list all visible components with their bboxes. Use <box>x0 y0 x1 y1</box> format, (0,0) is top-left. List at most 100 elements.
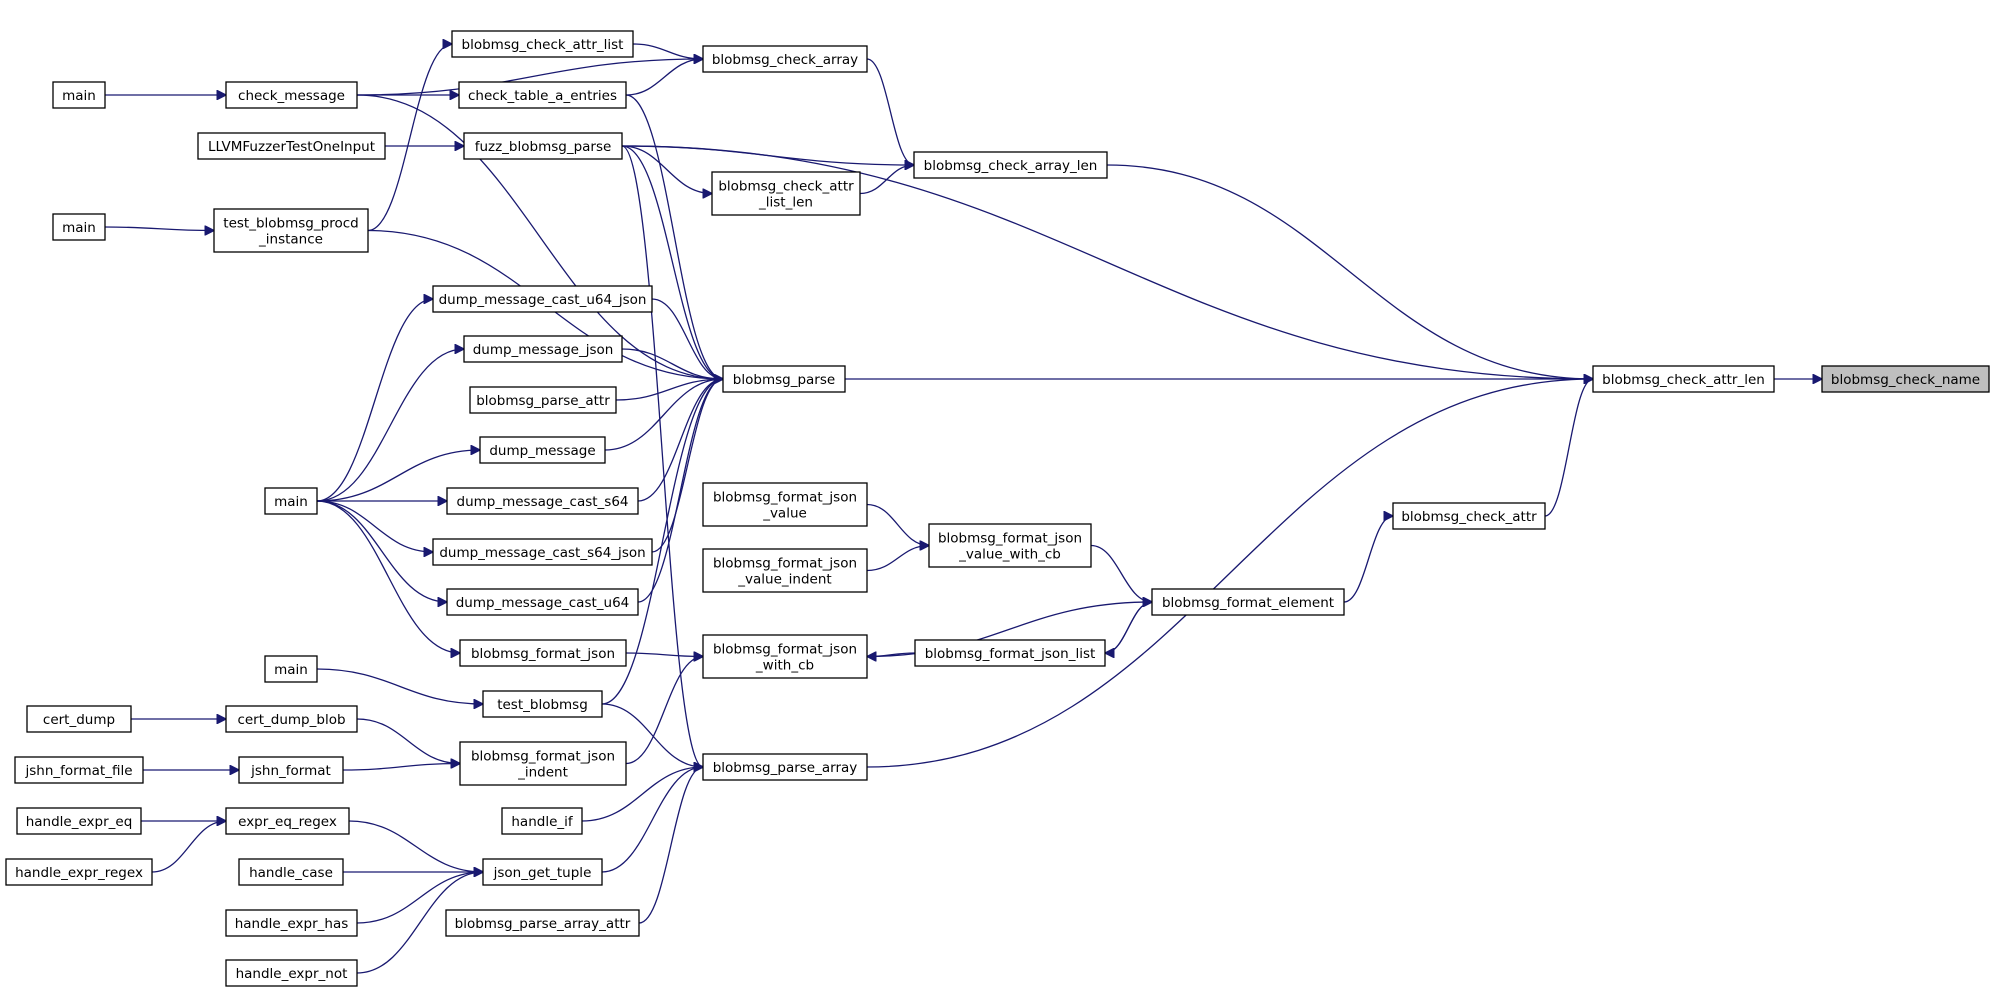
node-blobmsg-format-json-value[interactable]: blobmsg_format_json_value <box>702 482 868 527</box>
edge-line <box>1544 379 1593 517</box>
node-label: _instance <box>258 232 323 248</box>
node-dump-message-cast-u64[interactable]: dump_message_cast_u64 <box>446 588 639 616</box>
node-handle-expr-has[interactable]: handle_expr_has <box>225 909 358 937</box>
node-label: expr_eq_regex <box>238 814 337 830</box>
node-blobmsg-format-json-value-indent[interactable]: blobmsg_format_json_value_indent <box>702 548 868 593</box>
node-box <box>469 386 617 414</box>
node-test-blobmsg[interactable]: test_blobmsg <box>482 690 603 718</box>
node-box <box>52 81 106 109</box>
node-blobmsg-check-array[interactable]: blobmsg_check_array <box>702 45 868 73</box>
node-box <box>702 548 868 593</box>
edge-line <box>621 145 712 194</box>
node-box <box>914 639 1106 667</box>
node-label: blobmsg_check_attr_len <box>1602 372 1765 388</box>
edge-line <box>1090 544 1152 603</box>
node-label: blobmsg_check_array_len <box>924 158 1098 174</box>
edge-line <box>625 59 703 96</box>
node-label: dump_message_cast_u64 <box>456 595 630 611</box>
edge-line <box>356 94 723 379</box>
node-label: _value_with_cb <box>958 547 1061 563</box>
node-box <box>482 858 603 886</box>
node-main2[interactable]: main <box>52 213 106 241</box>
node-dump-message-cast-u64-json[interactable]: dump_message_cast_u64_json <box>432 285 653 313</box>
node-handle-expr-not[interactable]: handle_expr_not <box>225 959 358 987</box>
edge-line <box>348 820 483 872</box>
node-blobmsg-check-array-len[interactable]: blobmsg_check_array_len <box>913 151 1108 179</box>
node-box <box>238 756 344 784</box>
node-box <box>913 151 1108 179</box>
edge-json-get-tuple-to-blobmsg-parse-array <box>601 767 703 873</box>
node-handle-expr-eq[interactable]: handle_expr_eq <box>16 807 142 835</box>
node-json-get-tuple[interactable]: json_get_tuple <box>482 858 603 886</box>
node-box <box>197 132 386 160</box>
node-box <box>482 690 603 718</box>
edge-blobmsg-check-attr-list-to-blobmsg-check-array <box>632 43 703 59</box>
node-blobmsg-format-element[interactable]: blobmsg_format_element <box>1151 588 1345 616</box>
edge-line <box>316 450 480 502</box>
node-label: blobmsg_format_json_list <box>925 646 1096 662</box>
node-dump-message-cast-s64-json[interactable]: dump_message_cast_s64_json <box>432 538 653 566</box>
node-label: handle_expr_eq <box>26 814 133 830</box>
node-label: _value <box>762 506 807 522</box>
edge-line <box>151 821 226 873</box>
node-label: check_message <box>238 88 345 104</box>
node-main4[interactable]: main <box>264 655 318 683</box>
node-blobmsg-parse-attr[interactable]: blobmsg_parse_attr <box>469 386 617 414</box>
node-label: dump_message_cast_u64_json <box>439 292 647 308</box>
node-box <box>446 487 639 515</box>
node-blobmsg-parse-array-attr[interactable]: blobmsg_parse_array_attr <box>445 909 640 937</box>
node-blobmsg-parse[interactable]: blobmsg_parse <box>722 365 846 393</box>
edge-line <box>356 872 483 974</box>
node-handle-expr-regex[interactable]: handle_expr_regex <box>5 858 153 886</box>
node-blobmsg-format-json-indent[interactable]: blobmsg_format_json_indent <box>459 741 627 786</box>
node-cert-dump[interactable]: cert_dump <box>26 705 132 733</box>
node-label: _list_len <box>758 195 813 211</box>
node-blobmsg-check-attr-len[interactable]: blobmsg_check_attr_len <box>1592 365 1775 393</box>
node-box <box>463 335 623 363</box>
edge-blobmsg-parse-array-to-blobmsg-check-attr-len <box>866 379 1593 768</box>
node-blobmsg-check-attr-list-len[interactable]: blobmsg_check_attr_list_len <box>711 171 861 216</box>
node-main1[interactable]: main <box>52 81 106 109</box>
node-cert-dump-blob[interactable]: cert_dump_blob <box>225 705 358 733</box>
nodes: blobmsg_check_name blobmsg_check_attr_len… <box>5 30 1990 987</box>
node-main3[interactable]: main <box>264 487 318 515</box>
edge-test-blobmsg-procd-instance-to-blobmsg-check-attr-list <box>367 44 452 232</box>
node-dump-message[interactable]: dump_message <box>479 436 606 464</box>
edge-dump-message-json-to-blobmsg-parse <box>621 348 723 379</box>
node-label: handle_expr_has <box>235 916 349 932</box>
edge-test-blobmsg-to-blobmsg-parse <box>601 379 723 705</box>
edge-line <box>621 145 723 379</box>
edge-fuzz-blobmsg-parse-to-blobmsg-parse-array <box>621 145 703 767</box>
node-check-message[interactable]: check_message <box>225 81 358 109</box>
node-label: blobmsg_format_json <box>713 556 857 572</box>
node-check-table-a-entries[interactable]: check_table_a_entries <box>458 81 627 109</box>
edge-main3-to-dump-message <box>316 450 480 502</box>
node-blobmsg-format-json-value-with-cb[interactable]: blobmsg_format_json_value_with_cb <box>928 523 1092 568</box>
edge-blobmsg-parse-attr-to-blobmsg-parse <box>615 379 723 401</box>
edge-blobmsg-check-array-len-to-blobmsg-check-attr-len <box>1106 164 1593 379</box>
node-LLVMFuzzerTestOneInput[interactable]: LLVMFuzzerTestOneInput <box>197 132 386 160</box>
node-blobmsg-parse-array[interactable]: blobmsg_parse_array <box>702 753 868 781</box>
node-dump-message-json[interactable]: dump_message_json <box>463 335 623 363</box>
node-dump-message-cast-s64[interactable]: dump_message_cast_s64 <box>446 487 639 515</box>
node-box <box>264 655 318 683</box>
node-blobmsg-check-attr-list[interactable]: blobmsg_check_attr_list <box>451 30 634 58</box>
edge-handle-expr-has-to-json-get-tuple <box>356 872 483 924</box>
edge-main3-to-dump-message-json <box>316 349 464 502</box>
node-handle-if[interactable]: handle_if <box>501 807 583 835</box>
node-jshn-format[interactable]: jshn_format <box>238 756 344 784</box>
node-test-blobmsg-procd-instance[interactable]: test_blobmsg_procd_instance <box>213 208 369 253</box>
node-expr-eq-regex[interactable]: expr_eq_regex <box>225 807 350 835</box>
edge-line <box>601 379 723 705</box>
node-blobmsg-check-name[interactable]: blobmsg_check_name <box>1821 365 1990 393</box>
node-blobmsg-format-json-with-cb[interactable]: blobmsg_format_json_with_cb <box>702 634 868 679</box>
node-label: blobmsg_parse_attr <box>476 393 610 409</box>
node-box <box>238 858 344 886</box>
node-jshn-format-file[interactable]: jshn_format_file <box>14 756 144 784</box>
node-fuzz-blobmsg-parse[interactable]: fuzz_blobmsg_parse <box>463 132 623 160</box>
node-blobmsg-check-attr[interactable]: blobmsg_check_attr <box>1392 502 1546 530</box>
node-blobmsg-format-json-list[interactable]: blobmsg_format_json_list <box>914 639 1106 667</box>
node-handle-case[interactable]: handle_case <box>238 858 344 886</box>
node-box <box>264 487 318 515</box>
node-blobmsg-format-json[interactable]: blobmsg_format_json <box>459 639 627 667</box>
